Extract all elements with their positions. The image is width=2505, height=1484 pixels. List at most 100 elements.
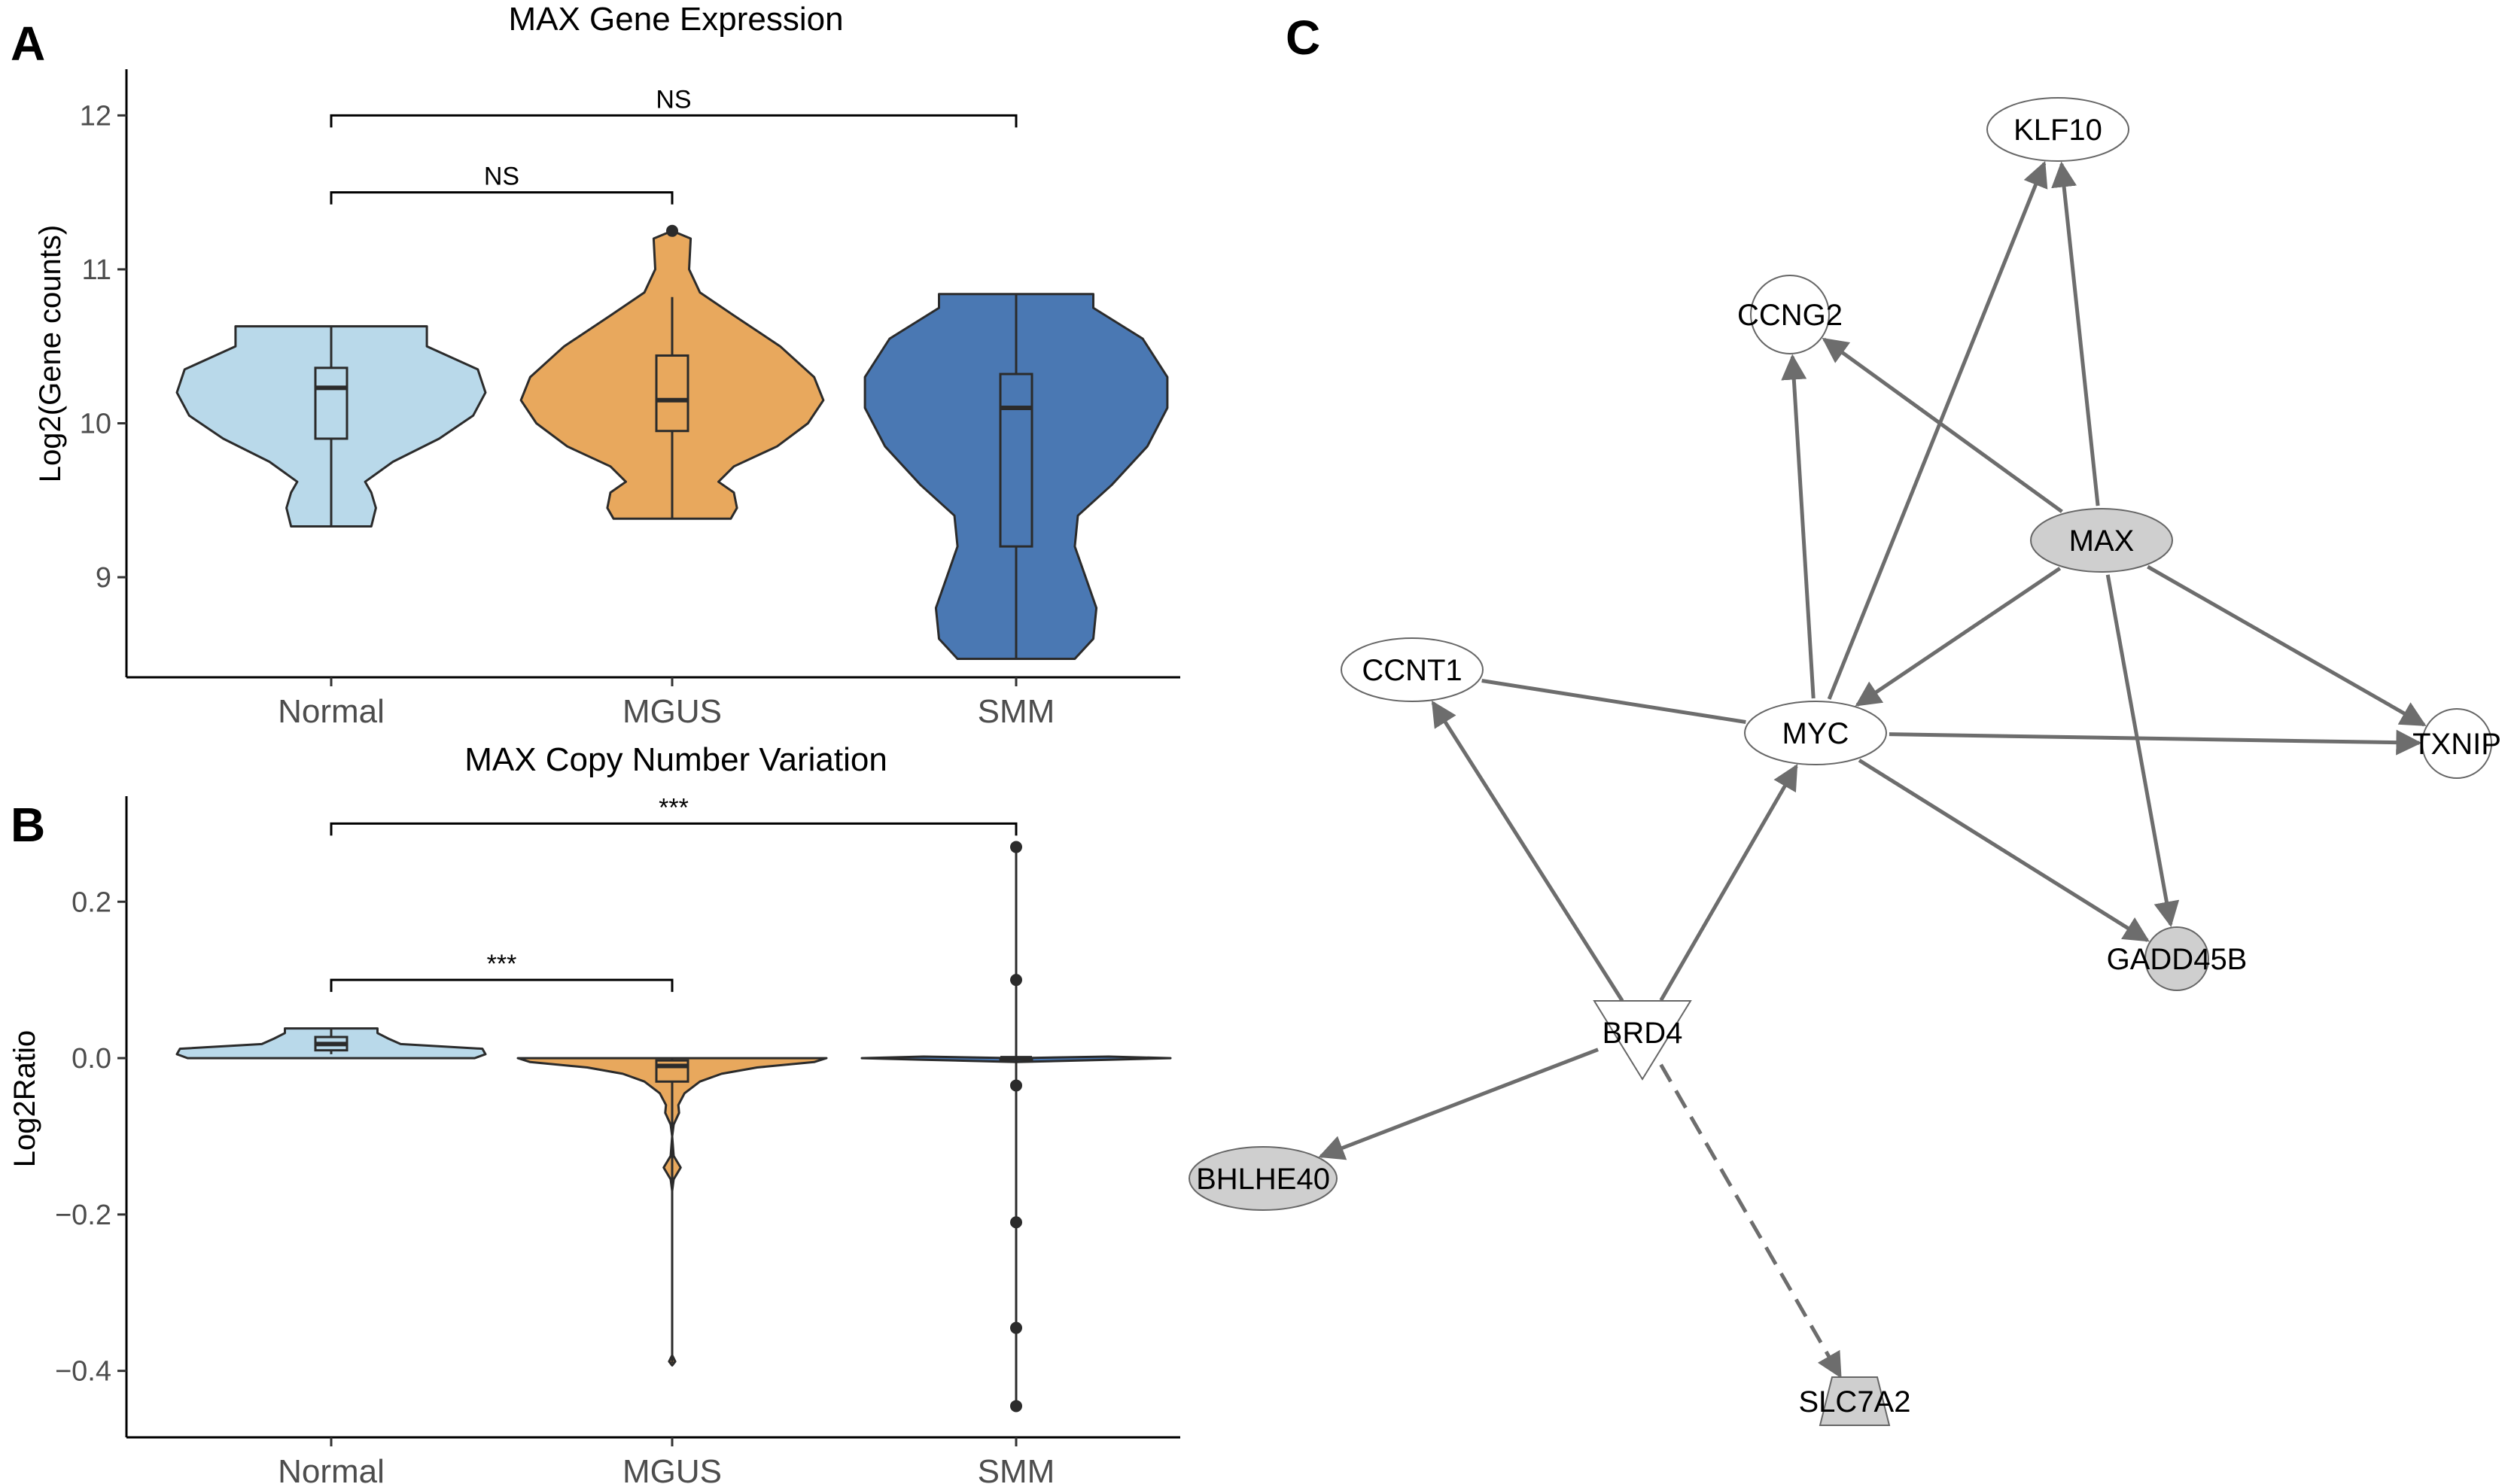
node-ccnt1: CCNT1 (1341, 637, 1484, 702)
x-tick-label: MGUS (622, 693, 722, 730)
node-shape (1341, 637, 1484, 702)
node-shape (1986, 97, 2129, 162)
node-shape (1744, 701, 1887, 765)
box (314, 366, 349, 440)
edge-myc-ccnt1 (1481, 679, 1746, 724)
significance-bracket: NS (330, 163, 674, 205)
edge-max-gadd45b (2105, 574, 2180, 928)
node-brd4: BRD4 (1593, 1000, 1692, 1081)
significance-label: *** (487, 950, 517, 978)
y-tick-label: 12 (80, 100, 111, 132)
edge-max-klf10 (2051, 161, 2100, 506)
box (655, 354, 689, 433)
box (655, 1059, 689, 1083)
node-shape (1750, 275, 1830, 354)
bracket-line (330, 822, 1018, 836)
edge-myc-gadd45b (1858, 759, 2150, 942)
node-label: MAX (2069, 525, 2135, 558)
x-tick-label: SMM (978, 693, 1055, 730)
node-shape (2030, 508, 2173, 573)
violin-normal (175, 1027, 487, 1060)
y-tick-label: 9 (96, 562, 111, 594)
bracket-line (330, 191, 674, 205)
violins (175, 841, 1172, 1413)
node-shape (1819, 1376, 1891, 1426)
y-tick-label: 0.2 (72, 886, 111, 918)
x-tick-label: SMM (978, 1453, 1055, 1484)
outlier-point (666, 224, 678, 237)
y-tick-label: 0.0 (72, 1043, 111, 1075)
x-tick-label: Normal (278, 1453, 385, 1484)
outlier-point (1010, 841, 1022, 853)
panel-a-gene-expression: A MAX Gene Expression Log2(Gene counts) … (11, 1, 1180, 730)
bracket-line (330, 978, 674, 993)
node-label: BRD4 (1603, 1017, 1683, 1050)
y-ticks: 9 10 11 12 (80, 100, 126, 594)
outlier-point (1010, 1321, 1022, 1334)
x-tick-label: Normal (278, 693, 385, 730)
node-label: TXNIP (2412, 728, 2501, 761)
significance-label: NS (656, 85, 691, 114)
violin-smm (860, 841, 1172, 1413)
node-label: CCNT1 (1362, 654, 1462, 687)
node-bhlhe40: BHLHE40 (1189, 1146, 1338, 1211)
edge-max-txnip (2147, 564, 2427, 727)
panel-letter-c: C (1286, 11, 1320, 65)
bracket-line (330, 114, 1018, 128)
significance-bracket: *** (330, 950, 674, 993)
x-ticks: Normal MGUS SMM (278, 677, 1055, 730)
edge-max-ccng2 (1822, 337, 2063, 513)
edge-brd4-slc7a2 (1659, 1063, 1843, 1379)
node-slc7a2: SLC7A2 (1799, 1376, 1910, 1426)
outlier-point (1010, 1400, 1022, 1413)
significance-brackets: NS NS (330, 85, 1018, 205)
axes (125, 69, 1180, 679)
edge-brd4-ccnt1 (1431, 700, 1624, 1002)
node-shape (1189, 1146, 1338, 1211)
node-ccng2: CCNG2 (1737, 275, 1843, 354)
edge-myc-klf10 (1827, 160, 2048, 700)
box (999, 373, 1033, 548)
x-ticks: Normal MGUS SMM (278, 1437, 1055, 1484)
y-axis-label: Log2(Gene counts) (34, 225, 67, 482)
network-edges (1318, 160, 2427, 1379)
significance-label: NS (484, 163, 519, 191)
significance-bracket: NS (330, 85, 1018, 128)
significance-bracket: *** (330, 793, 1018, 836)
node-shape (2421, 708, 2492, 779)
significance-brackets: *** *** (330, 793, 1018, 993)
y-tick-label: 11 (82, 254, 111, 286)
y-tick-label: 10 (80, 408, 111, 439)
node-label: GADD45B (2107, 943, 2248, 976)
edge-brd4-bhlhe40 (1318, 1048, 1599, 1160)
outlier-point (1010, 974, 1022, 987)
y-tick-label: −0.4 (55, 1356, 111, 1388)
outlier-point (1010, 1079, 1022, 1092)
y-tick-label: −0.2 (55, 1200, 111, 1231)
edge-myc-txnip (1889, 729, 2422, 756)
edge-myc-ccng2 (1781, 354, 1816, 699)
node-label: CCNG2 (1737, 299, 1843, 332)
node-max: MAX (2030, 508, 2173, 573)
node-label: BHLHE40 (1196, 1163, 1330, 1196)
violin-mgus (519, 224, 825, 520)
violin-smm (863, 293, 1169, 660)
node-label: MYC (1782, 717, 1849, 750)
y-axis-label: Log2Ratio (8, 1030, 41, 1167)
node-txnip: TXNIP (2412, 708, 2501, 779)
node-label: KLF10 (2013, 114, 2102, 147)
y-ticks: 0.2 0.0 −0.2 −0.4 (55, 886, 126, 1388)
x-tick-label: MGUS (622, 1453, 722, 1484)
axes (125, 796, 1180, 1439)
node-gadd45b: GADD45B (2107, 926, 2248, 991)
node-shape (2144, 926, 2209, 991)
node-klf10: KLF10 (1986, 97, 2129, 162)
violins (175, 224, 1169, 660)
chart-title: MAX Gene Expression (508, 1, 843, 38)
panel-letter-a: A (11, 17, 45, 71)
panel-letter-b: B (11, 798, 45, 852)
violin-mgus (516, 1057, 828, 1367)
